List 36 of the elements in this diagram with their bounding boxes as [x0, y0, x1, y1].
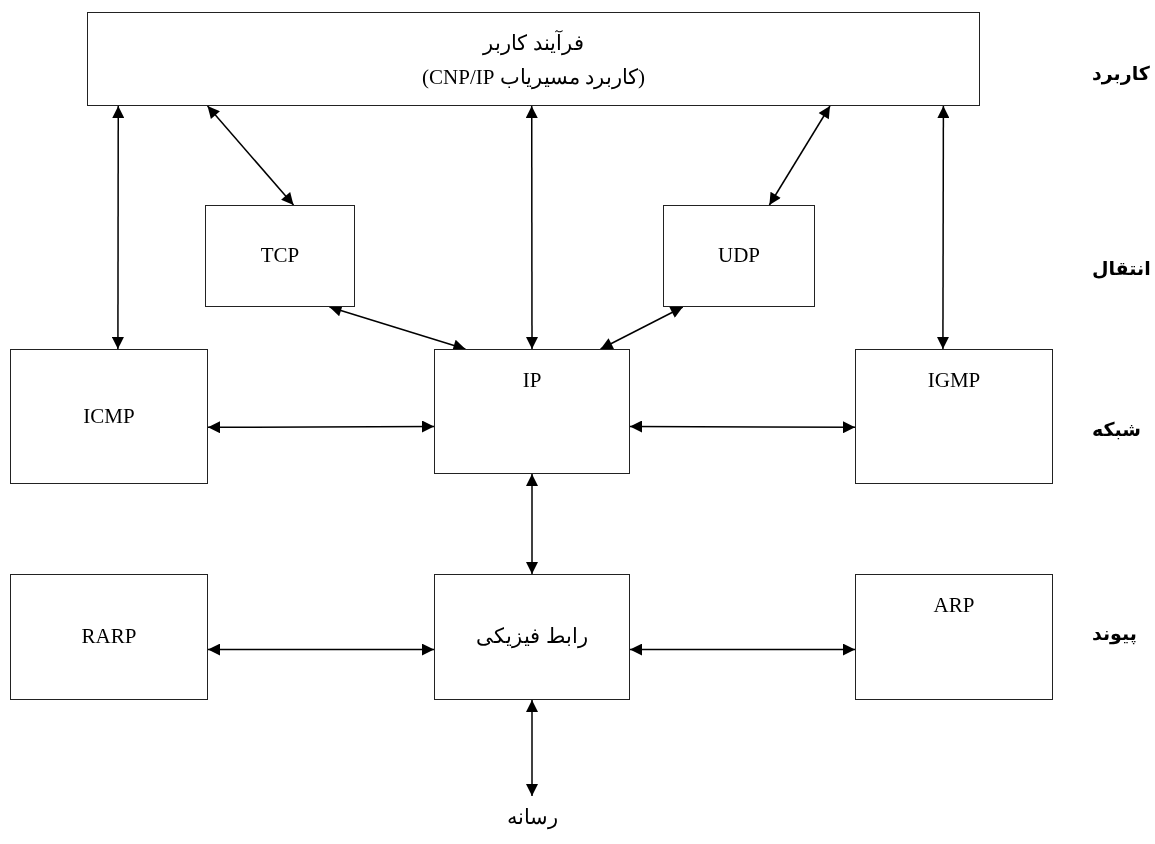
node-label: ARP — [933, 592, 975, 619]
node-label: RARP — [81, 623, 137, 651]
layer-label: شبکه — [1092, 418, 1141, 440]
protocol-box — [855, 574, 1053, 700]
double-arrow — [599, 306, 684, 350]
node-label: UDP — [718, 242, 760, 270]
layer-label: پیوند — [1092, 622, 1137, 644]
protocol-box — [434, 574, 630, 700]
double-arrow — [111, 105, 125, 350]
double-arrow — [768, 105, 831, 206]
double-arrow — [206, 105, 295, 206]
node-label: TCP — [260, 242, 300, 270]
double-arrow — [526, 699, 538, 797]
protocol-box — [10, 349, 208, 484]
double-arrow — [629, 420, 856, 434]
protocol-box — [205, 205, 355, 307]
double-arrow — [525, 105, 538, 350]
node-label: ICMP — [83, 402, 135, 430]
node-label: رابط فیزیکی — [476, 623, 588, 651]
node-label: IP — [522, 367, 542, 394]
protocol-box — [87, 12, 980, 106]
double-arrow — [936, 105, 950, 350]
protocol-box — [855, 349, 1053, 484]
double-arrow — [207, 420, 435, 434]
double-arrow — [526, 473, 538, 575]
node-label: رسانه — [492, 796, 572, 840]
node-label: فرآیند کاربر — [483, 29, 584, 58]
layer-label: انتقال — [1092, 257, 1151, 279]
protocol-box — [10, 574, 208, 700]
protocol-box — [663, 205, 815, 307]
node-label: (کاربرد مسیریاب CNP/IP) — [422, 63, 645, 92]
protocol-box — [434, 349, 630, 474]
double-arrow — [207, 643, 435, 656]
double-arrow — [629, 643, 856, 656]
layer-label: کاربرد — [1092, 62, 1150, 84]
node-label: IGMP — [927, 367, 981, 394]
